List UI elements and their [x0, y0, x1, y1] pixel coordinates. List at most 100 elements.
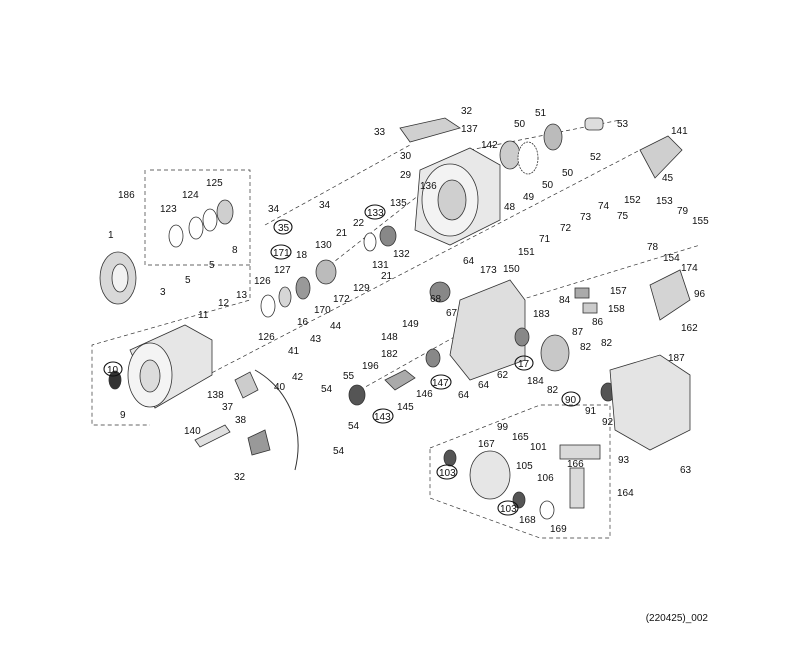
- label-184: 184: [527, 376, 544, 387]
- label-52: 52: [590, 152, 602, 163]
- reel-body: [449, 279, 526, 381]
- bearing-103-top: [443, 449, 457, 467]
- label-167: 167: [478, 439, 495, 450]
- bearing-17: [514, 327, 530, 347]
- label-22: 22: [353, 218, 365, 229]
- label-152: 152: [624, 195, 641, 206]
- label-145: 145: [397, 402, 414, 413]
- label-18: 18: [296, 250, 308, 261]
- label-32b: 32: [234, 472, 246, 483]
- label-50a: 50: [514, 119, 526, 130]
- label-68: 68: [430, 294, 442, 305]
- label-44: 44: [330, 321, 342, 332]
- label-53: 53: [617, 119, 629, 130]
- label-186: 186: [118, 190, 135, 201]
- bearing-147: [425, 348, 441, 368]
- label-34b: 34: [319, 200, 331, 211]
- drag-washer-123: [168, 224, 184, 248]
- label-150: 150: [503, 264, 520, 275]
- label-21a: 21: [336, 228, 348, 239]
- label-170: 170: [314, 305, 331, 316]
- label-187: 187: [668, 353, 685, 364]
- label-10: 10: [107, 365, 119, 376]
- label-41: 41: [288, 346, 300, 357]
- handle-shaft-166: [559, 444, 601, 460]
- bail-arm-137: [399, 117, 461, 143]
- gear-130: [315, 259, 337, 285]
- label-99: 99: [497, 422, 509, 433]
- label-79: 79: [677, 206, 689, 217]
- label-82b: 82: [601, 338, 613, 349]
- assembly-axis-1: [149, 149, 641, 406]
- label-35: 35: [278, 223, 290, 234]
- rotor-inner: [437, 179, 467, 221]
- bearing-133: [379, 225, 397, 247]
- label-50b: 50: [562, 168, 574, 179]
- label-43: 43: [310, 334, 322, 345]
- washer-126: [260, 294, 276, 318]
- gear-49: [517, 141, 539, 175]
- callout-circle-147: [430, 374, 452, 390]
- drag-washer-125: [216, 199, 234, 225]
- label-12: 12: [218, 298, 230, 309]
- label-3: 3: [160, 287, 166, 298]
- label-158: 158: [608, 304, 625, 315]
- label-72: 72: [560, 223, 572, 234]
- label-101: 101: [530, 442, 547, 453]
- line-roller-48: [499, 140, 521, 170]
- assembly-axis-6: [519, 244, 701, 301]
- label-105: 105: [516, 461, 533, 472]
- label-29: 29: [400, 170, 412, 181]
- label-54a: 54: [321, 384, 333, 395]
- pinion-182: [384, 369, 416, 391]
- callout-circle-35: [273, 219, 293, 235]
- label-169: 169: [550, 524, 567, 535]
- handle-arm-164: [569, 467, 585, 509]
- label-91: 91: [585, 406, 597, 417]
- callout-circle-10: [103, 361, 123, 377]
- label-130: 130: [315, 240, 332, 251]
- label-157: 157: [610, 286, 627, 297]
- spool-front-hub: [139, 359, 161, 393]
- label-64c: 64: [478, 380, 490, 391]
- label-38: 38: [235, 415, 247, 426]
- label-151: 151: [518, 247, 535, 258]
- label-11: 11: [198, 310, 209, 321]
- drag-washer-124: [188, 216, 204, 240]
- bearing-18: [295, 276, 311, 300]
- callout-circle-103a: [436, 464, 458, 480]
- label-103a: 103: [439, 468, 456, 479]
- label-87: 87: [572, 327, 584, 338]
- spool-group-outline: [91, 169, 251, 426]
- label-131: 131: [372, 260, 389, 271]
- label-74: 74: [598, 201, 610, 212]
- label-124: 124: [182, 190, 199, 201]
- label-126b: 126: [258, 332, 275, 343]
- label-73: 73: [580, 212, 592, 223]
- label-48: 48: [504, 202, 516, 213]
- label-96: 96: [694, 289, 706, 300]
- label-71: 71: [539, 234, 551, 245]
- label-135: 135: [390, 198, 407, 209]
- part-drawings: [99, 117, 691, 520]
- label-123: 123: [160, 204, 177, 215]
- label-155: 155: [692, 216, 709, 227]
- label-146: 146: [416, 389, 433, 400]
- label-106: 106: [537, 473, 554, 484]
- callout-circle-103b: [497, 500, 519, 516]
- label-132: 132: [393, 249, 410, 260]
- label-168: 168: [519, 515, 536, 526]
- label-32a: 32: [461, 106, 473, 117]
- label-33: 33: [374, 127, 386, 138]
- handle-cap-167: [469, 450, 511, 500]
- label-82c: 82: [547, 385, 559, 396]
- label-137: 137: [461, 124, 478, 135]
- cover-140: [194, 424, 231, 448]
- label-162: 162: [681, 323, 698, 334]
- label-64a: 64: [463, 256, 475, 267]
- label-51: 51: [535, 108, 547, 119]
- spare-spool-outline: [144, 170, 250, 266]
- label-49: 49: [523, 192, 535, 203]
- bail-support-51: [543, 123, 563, 151]
- label-62: 62: [497, 370, 509, 381]
